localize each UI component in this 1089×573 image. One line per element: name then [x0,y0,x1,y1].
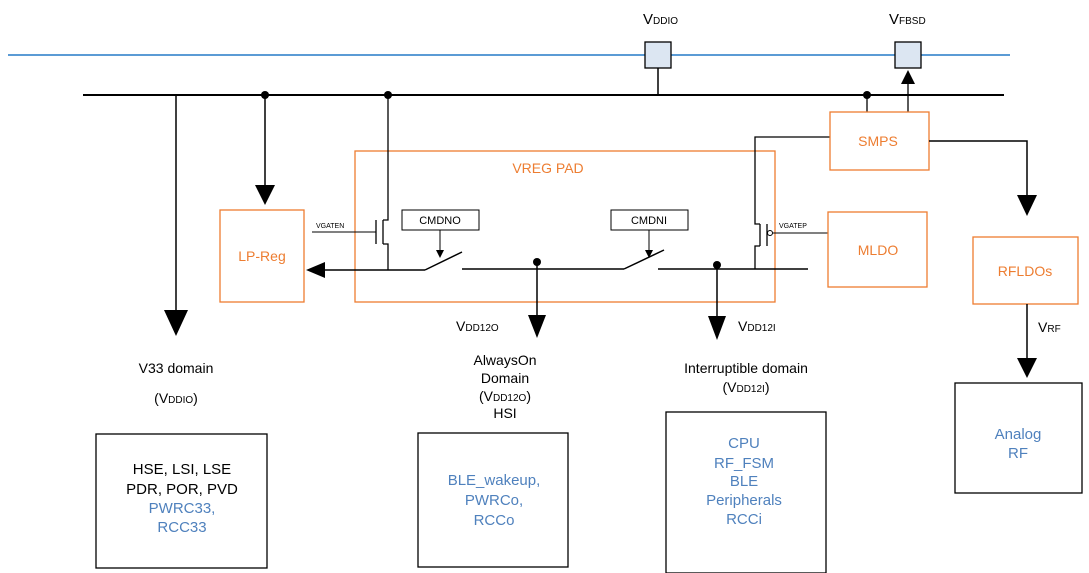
vrf-arrowhead [1017,358,1037,378]
alwayson-title-1: AlwaysOn [473,352,536,368]
pmos-source-wire [754,245,760,269]
v33-line-1: HSE, LSI, LSE [133,461,231,478]
vdd12i-arrowhead [708,316,726,340]
cmdni-label: CMDNI [631,215,667,227]
lpreg-feed-arrowhead [255,185,275,205]
cmdno-control-arrowhead [436,250,444,258]
v33-domain-box [95,433,268,569]
interruptible-supply: (VDD12I) [722,379,769,395]
alwayson-title-2: Domain [481,370,529,386]
smps-fbsd-arrowhead [901,70,915,84]
vreg-pad-block [354,150,776,303]
alwayson-hsi: HSI [493,405,516,421]
smps-label: SMPS [858,133,898,149]
vddio-pad [644,41,672,69]
vreg-pad-label: VREG PAD [512,160,583,176]
alwayson-supply: (VDD12O) [479,388,531,404]
v33-line-3: PWRC33, [149,500,216,517]
cmdno-switch [424,251,463,271]
vfbsd-pad [894,41,922,69]
v33-domain-supply: (VDDIO) [154,390,198,406]
smps-to-rfldos-line [929,140,1028,195]
rfldos-label: RFLDOs [998,263,1052,279]
vgaten-label: VGATEN [316,223,344,230]
nmos-drain-wire [383,95,389,221]
interruptible-line-3: BLE [730,473,758,490]
vdd12o-label: VDD12O [456,318,499,334]
vdd12o-arrowhead [528,315,546,338]
alwayson-domain-box [417,432,569,568]
alwayson-line-1: BLE_wakeup, [448,472,541,489]
analog-rf-box [954,382,1083,494]
v33-domain-title: V33 domain [139,360,214,376]
analog-rf-line-1: Analog [995,426,1042,443]
interruptible-title: Interruptible domain [684,360,808,376]
v33-arrowhead [164,310,188,336]
mldo-block [827,211,928,288]
alwayson-line-3: RCCo [474,512,515,529]
vdd12i-label: VDD12I [738,318,776,334]
rfldos-block [972,236,1079,305]
nmos-source-wire [383,243,389,270]
cmdni-switch [623,249,665,270]
pmos-drain-wire [754,136,831,225]
lp-reg-label: LP-Reg [238,248,285,264]
smps-block [829,111,930,171]
cmdni-control-arrowhead [645,250,653,258]
interruptible-line-5: RCCi [726,511,762,528]
vrf-label: VRF [1038,319,1061,335]
interruptible-domain-box [665,411,827,573]
interruptible-line-1: CPU [728,435,760,452]
vddio-label: VDDIO [643,11,678,28]
pmos-bubble [767,230,773,236]
v33-line-2: PDR, POR, PVD [126,481,238,498]
interruptible-line-2: RF_FSM [714,455,774,472]
vfbsd-label: VFBSD [889,11,926,28]
lpreg-return-arrowhead [306,262,325,278]
smps-to-rfldos-arrowhead [1017,195,1037,216]
lp-reg-block [219,209,305,303]
cmdno-label: CMDNO [419,215,461,227]
alwayson-line-2: PWRCo, [465,492,523,509]
interruptible-line-4: Peripherals [706,492,782,509]
vgatep-label: VGATEP [779,223,807,230]
v33-line-4: RCC33 [157,519,206,536]
analog-rf-line-2: RF [1008,445,1028,462]
mldo-label: MLDO [858,242,899,258]
